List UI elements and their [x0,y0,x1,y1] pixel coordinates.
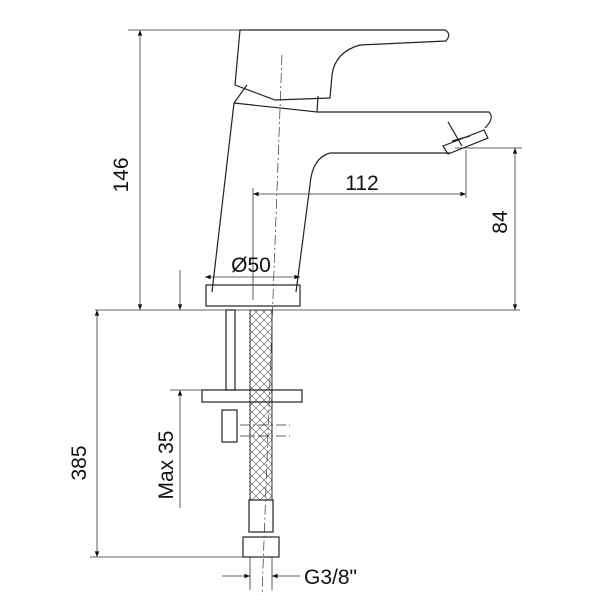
label-385: 385 [68,445,91,480]
hose-ferrule [248,499,274,533]
label-max35: Max 35 [155,431,178,500]
label-84: 84 [489,210,512,234]
lever-handle [234,29,450,101]
body-outline [211,102,492,293]
mounting-plate [201,389,303,403]
connection-nut [242,536,280,558]
fixing-nut [221,409,238,443]
supply-tube [225,309,236,391]
under-deck-assembly [90,309,303,590]
label-50: Ø50 [231,254,271,277]
faucet-body [205,29,492,307]
braided-hose [249,309,273,501]
label-146: 146 [110,157,133,192]
label-112: 112 [345,172,378,195]
aerator [442,121,489,155]
label-g38: G3/8" [304,566,357,589]
